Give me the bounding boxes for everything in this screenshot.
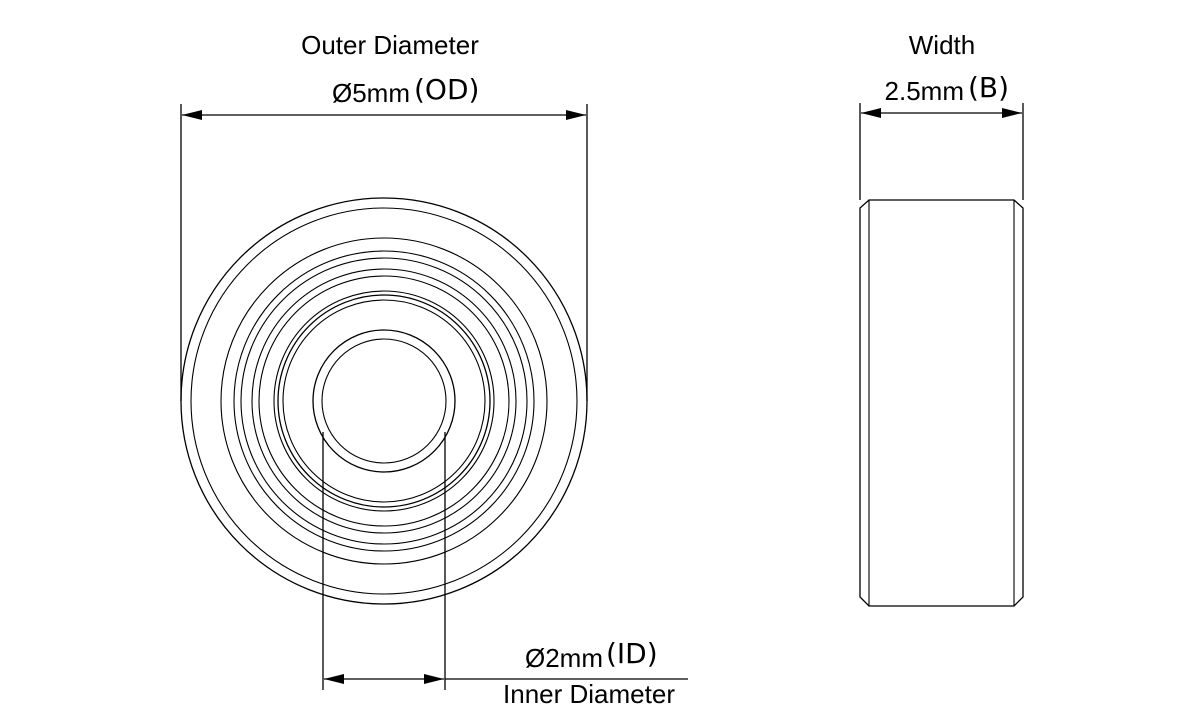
shield-groove-1 <box>240 257 528 545</box>
shield-groove-3 <box>258 275 510 527</box>
width-value: 2.5mm <box>885 76 964 106</box>
outer-ring-inner-edge <box>220 237 548 565</box>
side-outline <box>859 199 1024 607</box>
id-value: Ø2mm <box>525 643 603 673</box>
od-value: Ø5mm <box>332 78 410 108</box>
inner-ring-chamfer <box>282 299 486 503</box>
bore-chamfer <box>321 338 447 464</box>
inner-diameter-dimension: Ø2mm (ID) Inner Diameter <box>322 432 688 709</box>
width-code: (B) <box>968 71 1009 104</box>
inner-ring-outer-edge <box>277 294 491 508</box>
width-dimension: Width 2.5mm (B) <box>859 30 1024 200</box>
od-code: (OD) <box>414 73 479 106</box>
bore-edge <box>312 329 456 473</box>
bearing-side-view <box>859 199 1024 607</box>
shield-inner-edge <box>273 290 495 512</box>
outer-ring-edge <box>180 197 588 605</box>
shield-groove-2 <box>251 268 517 534</box>
id-title: Inner Diameter <box>503 679 675 709</box>
outer-ring-chamfer <box>190 207 578 595</box>
shield-outer-edge <box>233 250 535 552</box>
id-code: (ID) <box>606 637 658 670</box>
od-title: Outer Diameter <box>301 30 479 60</box>
width-title: Width <box>909 30 975 60</box>
bearing-front-view <box>180 197 588 605</box>
outer-diameter-dimension: Outer Diameter Ø5mm (OD) <box>180 30 588 401</box>
